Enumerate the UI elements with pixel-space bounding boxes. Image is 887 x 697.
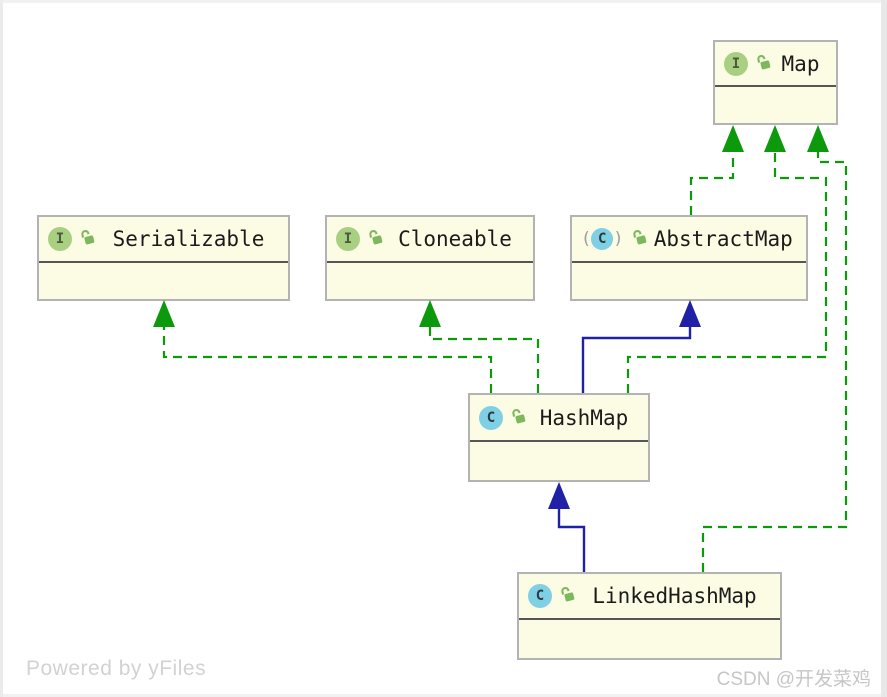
- node-label: Serializable: [112, 227, 265, 251]
- powered-by-yfiles-label: Powered by yFiles: [26, 657, 207, 680]
- node-label: Map: [781, 51, 820, 76]
- scrollbar-track[interactable]: [881, 0, 887, 697]
- interface-icon: I: [336, 227, 360, 251]
- class-node-abstractmap[interactable]: ( C ) AbstractMap: [570, 215, 808, 301]
- arrowhead-abstractmap: [679, 300, 701, 327]
- arrowhead-hashmap: [548, 482, 570, 509]
- edge-abstractmap-map: [689, 125, 744, 215]
- edge-linkedhashmap-hashmap: [548, 482, 586, 572]
- frame-border-bottom: [0, 694, 887, 697]
- csdn-watermark: CSDN @开发菜鸡: [716, 669, 871, 690]
- unlock-icon: [558, 584, 577, 608]
- node-body: [572, 263, 806, 299]
- node-body: [470, 442, 648, 480]
- edge-hashmap-serializable: [153, 300, 493, 393]
- node-header: I Cloneable: [327, 217, 533, 263]
- node-body: [39, 263, 288, 299]
- arrowhead-map-right: [807, 125, 829, 152]
- frame-border-top: [0, 0, 887, 3]
- abstract-class-icon: ): [613, 229, 624, 249]
- edge-hashmap-cloneable: [419, 300, 540, 393]
- node-label: LinkedHashMap: [592, 584, 757, 608]
- node-header: C LinkedHashMap: [519, 574, 780, 620]
- node-body: [519, 620, 780, 658]
- unlock-icon: [630, 227, 649, 251]
- unlock-icon: [366, 227, 385, 251]
- interface-icon: I: [724, 51, 748, 76]
- node-header: I Map: [715, 42, 836, 87]
- class-node-map[interactable]: I Map: [713, 40, 838, 125]
- node-header: I Serializable: [39, 217, 288, 263]
- node-label: HashMap: [539, 405, 629, 430]
- arrowhead-cloneable: [419, 300, 441, 327]
- node-label: AbstractMap: [653, 227, 793, 251]
- node-header: C HashMap: [470, 395, 648, 442]
- class-node-linkedhashmap[interactable]: C LinkedHashMap: [517, 572, 782, 660]
- arrowhead-map-left: [722, 125, 744, 152]
- interface-icon: I: [48, 227, 72, 251]
- class-node-serializable[interactable]: I Serializable: [37, 215, 290, 301]
- node-body: [715, 87, 836, 123]
- abstract-class-icon: (: [581, 229, 592, 249]
- class-icon: C: [528, 584, 552, 608]
- unlock-icon: [754, 52, 773, 76]
- frame-border-left: [0, 0, 3, 697]
- node-body: [327, 263, 533, 299]
- arrowhead-map-middle: [764, 125, 786, 152]
- class-node-hashmap[interactable]: C HashMap: [468, 393, 650, 482]
- unlock-icon: [509, 406, 528, 430]
- class-icon: C: [479, 405, 503, 430]
- node-label: Cloneable: [398, 227, 512, 251]
- class-node-cloneable[interactable]: I Cloneable: [325, 215, 535, 301]
- node-header: ( C ) AbstractMap: [572, 217, 806, 263]
- unlock-icon: [78, 227, 97, 251]
- arrowhead-serializable: [153, 300, 175, 327]
- edge-hashmap-abstractmap: [581, 300, 701, 393]
- edge-linkedhashmap-map: [701, 125, 848, 572]
- abstract-class-icon: C: [591, 228, 614, 250]
